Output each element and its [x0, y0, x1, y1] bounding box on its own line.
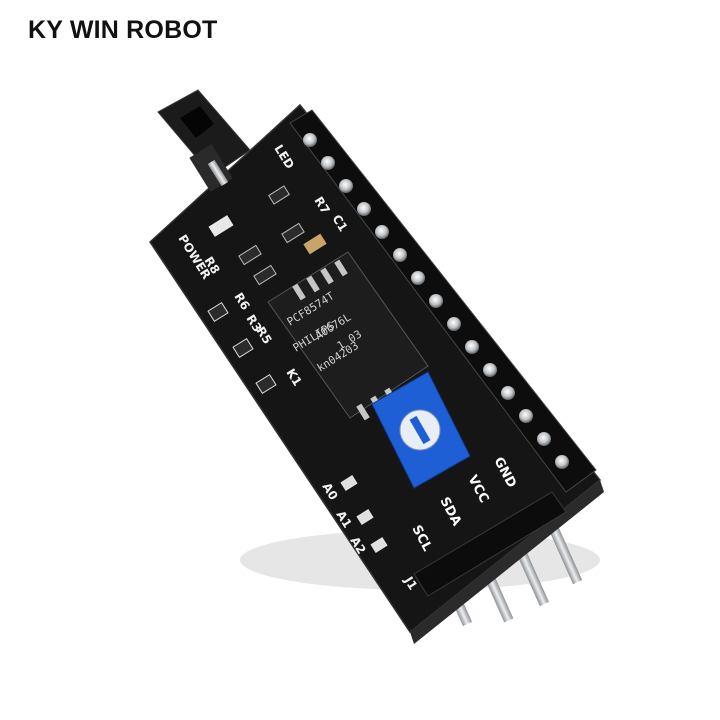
contrast-potentiometer	[371, 371, 471, 489]
hole-9	[447, 317, 461, 331]
hole-12	[501, 386, 515, 400]
hole-8	[429, 294, 443, 308]
backlight-jumper	[157, 89, 251, 192]
watermark-text: KY WIN ROBOT	[28, 16, 218, 44]
hole-10	[465, 340, 479, 354]
hole-7	[411, 271, 425, 285]
hole-5	[375, 225, 389, 239]
hole-1	[303, 133, 317, 147]
pcb-edge	[410, 480, 604, 644]
hole-13	[519, 409, 533, 423]
hole-14	[537, 432, 551, 446]
hole-4	[357, 202, 371, 216]
smd-components	[207, 185, 388, 553]
label-j1: J1	[401, 573, 420, 592]
hole-6	[393, 248, 407, 262]
hole-3	[339, 179, 353, 193]
hole-2	[321, 156, 335, 170]
hole-15	[555, 455, 569, 469]
pin-header-plastic	[413, 491, 567, 597]
header-holes	[303, 133, 569, 469]
hole-11	[483, 363, 497, 377]
